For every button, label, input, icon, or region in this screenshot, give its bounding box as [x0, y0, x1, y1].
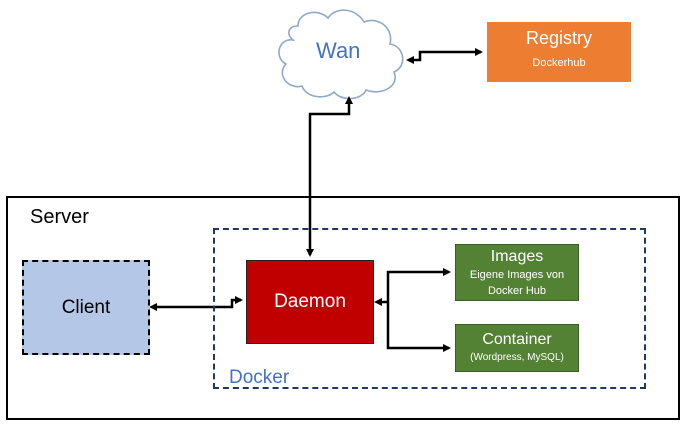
- daemon-box: Daemon: [246, 260, 374, 344]
- images-title: Images: [490, 248, 544, 265]
- wan-registry-arrow: [406, 48, 483, 64]
- container-box: Container (Wordpress, MySQL): [455, 324, 579, 372]
- wan-daemon-arrow: [306, 96, 353, 257]
- registry-subtitle: Dockerhub: [532, 57, 586, 69]
- client-daemon-arrow: [149, 296, 243, 311]
- container-subtitle: (Wordpress, MySQL): [470, 352, 564, 363]
- wan-label: Wan: [316, 38, 361, 63]
- images-box: Images Eigene Images von Docker Hub: [455, 244, 579, 301]
- daemon-images-arrow: [386, 268, 451, 302]
- registry-title: Registry: [525, 28, 592, 48]
- container-title: Container: [482, 331, 552, 348]
- daemon-label: Daemon: [274, 291, 346, 312]
- docker-label: Docker: [229, 367, 290, 388]
- wan-cloud: [278, 9, 404, 100]
- docker-box: [213, 228, 646, 389]
- images-subtitle: Eigene Images von Docker Hub: [469, 269, 565, 297]
- client-box: Client: [22, 260, 150, 355]
- server-label: Server: [30, 206, 89, 228]
- daemon-container-arrow: [386, 302, 451, 352]
- server-box: [6, 196, 680, 420]
- registry-box: Registry Dockerhub: [487, 22, 631, 82]
- client-label: Client: [61, 296, 111, 318]
